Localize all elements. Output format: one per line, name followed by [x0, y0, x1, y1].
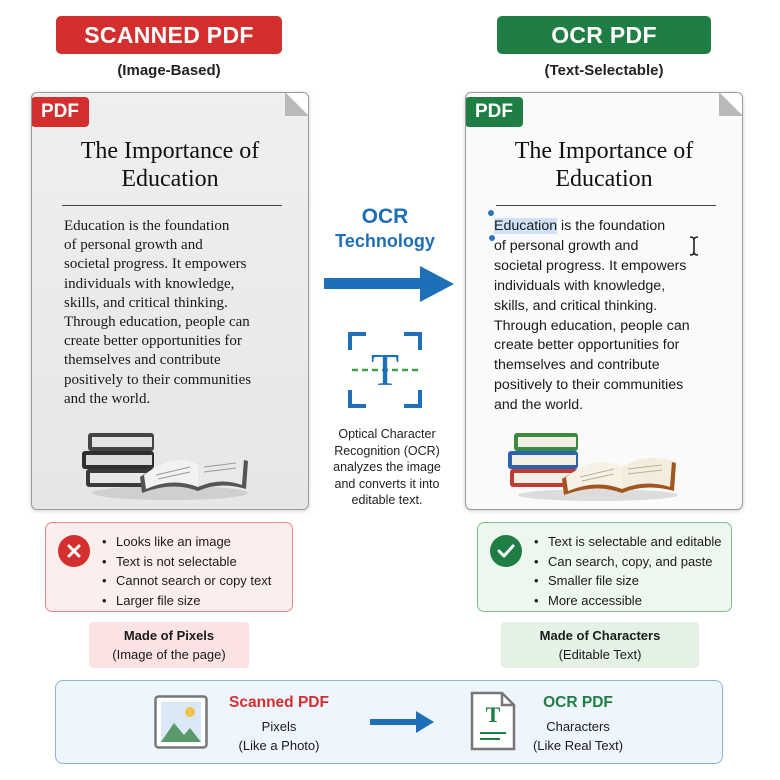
pdf-badge: PDF: [466, 97, 523, 127]
body-line-rest[interactable]: is the foundation: [557, 218, 666, 234]
made-of-subtitle: (Editable Text): [558, 647, 642, 662]
description-line: and converts it into: [334, 476, 440, 491]
compare-line: Characters: [546, 719, 610, 734]
body-line: Through education, people can: [64, 314, 250, 331]
body-line[interactable]: of personal growth and: [494, 237, 639, 254]
document-title-line: Education: [555, 166, 653, 192]
ocr-pdf-heading: OCR PDF: [497, 16, 711, 54]
books-illustration: [508, 433, 678, 501]
document-title: The Importance of Education: [486, 137, 722, 193]
made-of-title: Made of Pixels: [123, 628, 215, 643]
image-icon: [154, 695, 208, 749]
body-line[interactable]: and the world.: [494, 397, 584, 414]
made-of-subtitle: (Image of the page): [112, 647, 226, 662]
checkmark-icon: [490, 535, 522, 567]
body-line: skills, and critical thinking.: [64, 294, 228, 311]
ocr-pdf-subheading: (Text-Selectable): [544, 62, 664, 79]
description-line: analyzes the image: [333, 460, 441, 474]
list-item: Smaller file size: [534, 571, 721, 591]
body-line: create better opportunities for: [64, 333, 242, 350]
body-line: and the world.: [64, 390, 151, 407]
list-item: Can search, copy, and paste: [534, 552, 721, 572]
right-arrow-icon: [370, 711, 434, 733]
compare-ocr-text: Characters (Like Real Text): [518, 717, 638, 755]
body-line: positively to their communities: [64, 371, 252, 388]
doc-icon-glyph: T: [485, 702, 501, 727]
made-of-pixels-label: Made of Pixels (Image of the page): [89, 622, 249, 668]
list-item: More accessible: [534, 591, 721, 611]
text-document-icon: T: [470, 691, 516, 751]
compare-line: (Like Real Text): [532, 738, 624, 753]
description-line: editable text.: [351, 493, 423, 507]
benefits-list: Text is selectable and editable Can sear…: [534, 532, 721, 610]
list-item: Text is selectable and editable: [534, 532, 721, 552]
document-body: Education is the foundation of personal …: [64, 217, 294, 409]
body-line[interactable]: themselves and contribute: [494, 357, 660, 374]
body-line[interactable]: societal progress. It empowers: [494, 257, 687, 274]
scanned-pdf-subheading: (Image-Based): [117, 62, 221, 79]
limitations-list: Looks like an image Text is not selectab…: [102, 532, 271, 610]
ocr-label-line: Technology: [335, 231, 435, 251]
scanned-pdf-limitations: Looks like an image Text is not selectab…: [45, 522, 293, 612]
document-title-line: The Importance of: [80, 138, 260, 164]
document-title: The Importance of Education: [52, 137, 288, 193]
body-line: societal progress. It empowers: [64, 256, 247, 273]
body-line: Education is the foundation: [64, 218, 230, 234]
document-body[interactable]: Education is the foundation of personal …: [494, 217, 724, 416]
list-item: Looks like an image: [102, 532, 271, 552]
scanned-pdf-heading: SCANNED PDF: [56, 16, 282, 54]
ocr-description: Optical Character Recognition (OCR) anal…: [322, 426, 452, 509]
body-line[interactable]: Through education, people can: [494, 317, 690, 334]
body-line: individuals with knowledge,: [64, 275, 235, 292]
ocr-scan-icon: T: [348, 332, 422, 408]
body-line[interactable]: create better opportunities for: [494, 337, 680, 354]
close-icon: [58, 535, 90, 567]
selected-word[interactable]: Education: [494, 218, 558, 234]
body-line[interactable]: skills, and critical thinking.: [494, 297, 658, 314]
selection-handle-icon[interactable]: [489, 235, 495, 241]
title-divider: [62, 205, 282, 206]
ocr-technology-label: OCR Technology: [320, 204, 450, 252]
description-line: Optical Character: [338, 427, 436, 441]
body-line[interactable]: positively to their communities: [494, 377, 684, 394]
document-title-line: Education: [121, 166, 219, 192]
compare-line: Pixels: [261, 719, 297, 734]
comparison-panel: Scanned PDF Pixels (Like a Photo) T OCR …: [55, 680, 723, 764]
body-line[interactable]: individuals with knowledge,: [494, 277, 666, 294]
list-item: Text is not selectable: [102, 552, 271, 572]
books-illustration: [82, 433, 248, 500]
body-line: themselves and contribute: [64, 352, 221, 369]
page-fold: [285, 93, 308, 116]
list-item: Larger file size: [102, 591, 271, 611]
page-fold: [719, 93, 742, 116]
compare-ocr-title: OCR PDF: [543, 694, 613, 711]
selection-handle-icon[interactable]: [488, 210, 494, 216]
ocr-label-line: OCR: [361, 205, 409, 228]
ocr-document: PDF The Importance of Education Educatio…: [465, 92, 743, 510]
compare-scanned-text: Pixels (Like a Photo): [214, 717, 344, 755]
right-arrow-icon: [324, 266, 454, 302]
list-item: Cannot search or copy text: [102, 571, 271, 591]
compare-line: (Like a Photo): [238, 738, 320, 753]
body-line[interactable]: Education is the foundation: [494, 217, 724, 237]
document-title-line: The Importance of: [514, 138, 694, 164]
title-divider: [496, 205, 716, 206]
made-of-characters-label: Made of Characters (Editable Text): [501, 622, 699, 668]
body-line: of personal growth and: [64, 237, 203, 254]
made-of-title: Made of Characters: [539, 628, 661, 643]
scanned-document: PDF The Importance of Education Educatio…: [31, 92, 309, 510]
compare-scanned-title: Scanned PDF: [229, 694, 329, 711]
scan-glyph: T: [370, 344, 400, 395]
pdf-badge: PDF: [32, 97, 89, 127]
text-cursor-icon: [689, 236, 699, 256]
ocr-pdf-benefits: Text is selectable and editable Can sear…: [477, 522, 732, 612]
description-line: Recognition (OCR): [334, 443, 440, 458]
